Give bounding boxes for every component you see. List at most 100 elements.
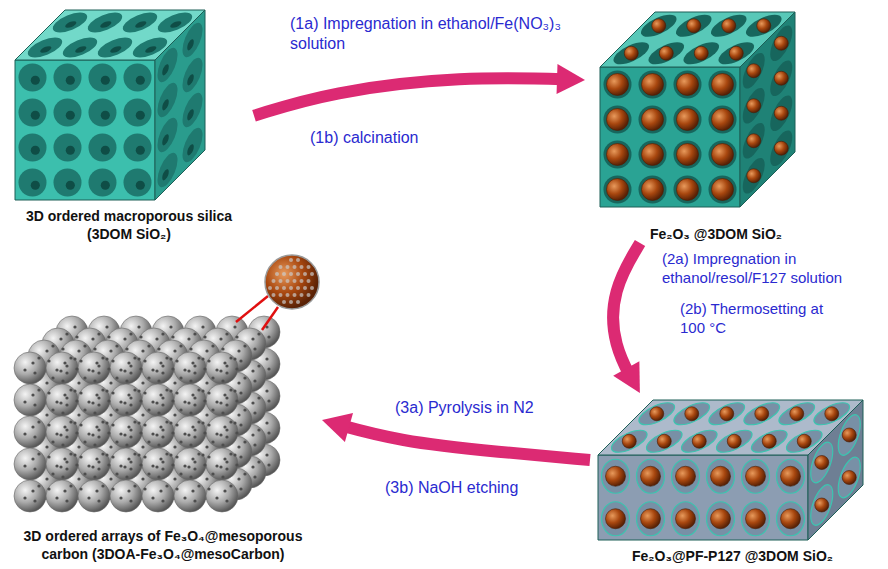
meso-pore: [65, 396, 68, 399]
pore-hole: [38, 46, 54, 53]
pore-hole: [162, 132, 169, 148]
pore: [19, 169, 47, 197]
meso-pore: [45, 477, 48, 480]
meso-pore: [267, 431, 270, 434]
meso-pore: [111, 487, 114, 490]
face-fill: [15, 60, 155, 200]
meso-pore: [93, 379, 96, 382]
meso-pore: [169, 453, 172, 456]
meso-pore: [123, 337, 126, 340]
cube-face: [600, 67, 740, 207]
meso-pore: [221, 379, 224, 382]
pore-hole: [143, 46, 159, 53]
meso-pore: [91, 465, 94, 468]
pore: [674, 176, 702, 204]
zoom-pore: [275, 286, 279, 290]
meso-pore: [201, 357, 204, 360]
meso-pore: [33, 467, 36, 470]
meso-pore: [51, 472, 54, 475]
silica-cube: [15, 10, 205, 200]
meso-pore: [83, 408, 86, 411]
pore: [604, 106, 632, 134]
meso-pore: [47, 391, 50, 394]
meso-pore: [243, 376, 246, 379]
meso-pore: [75, 399, 78, 402]
meso-pore: [211, 344, 214, 347]
meso-pore: [119, 368, 122, 371]
cube-face: [155, 10, 205, 200]
cube-face: [15, 60, 155, 200]
carbon-sphere: [14, 448, 46, 480]
fe2o3-particle: [677, 179, 699, 201]
carbon-sphere: [110, 352, 142, 384]
meso-pore: [267, 335, 270, 338]
meso-pore: [129, 403, 132, 406]
pore: [709, 141, 737, 169]
zoom-pore: [282, 286, 286, 290]
meso-pore: [221, 347, 224, 350]
meso-pore: [115, 408, 118, 411]
pore-hole: [187, 107, 194, 123]
pore: [637, 502, 665, 536]
meso-pore: [157, 379, 160, 382]
meso-pore: [193, 435, 196, 438]
fe2o3-particle: [642, 109, 664, 131]
arrow-head: [322, 413, 353, 442]
meso-pore: [179, 408, 182, 411]
meso-pore: [205, 413, 208, 416]
meso-pore: [197, 452, 200, 455]
meso-pore: [239, 359, 242, 362]
pore: [54, 64, 82, 92]
meso-pore: [137, 453, 140, 456]
carbon-sphere: [46, 352, 78, 384]
pore: [838, 450, 860, 506]
meso-pore: [77, 445, 80, 448]
meso-pore: [105, 421, 108, 424]
zoom-pore: [286, 279, 290, 283]
meso-pore: [253, 443, 256, 446]
meso-pore: [107, 399, 110, 402]
meso-pore: [243, 408, 246, 411]
arrow-path: [613, 243, 640, 393]
carbon-sphere: [14, 352, 46, 384]
step-label: (1a) Impregnation in ethanol/Fe(NO₃)₃ so…: [290, 14, 570, 54]
meso-pore: [129, 332, 132, 335]
zoom-pore: [303, 272, 307, 276]
pore: [639, 176, 667, 204]
fe2o3-particle: [694, 46, 708, 60]
fe2o3-particle: [720, 407, 734, 421]
meso-pore: [179, 472, 182, 475]
meso-pore: [107, 463, 110, 466]
meso-pore: [87, 464, 90, 467]
pore: [19, 64, 47, 92]
meso-pore: [201, 325, 204, 328]
face-edge: [15, 60, 155, 200]
meso-pore: [239, 391, 242, 394]
carbon-sphere: [110, 480, 142, 512]
zoom-pore: [300, 293, 304, 297]
pore: [91, 38, 139, 58]
fe2o3-particle: [642, 74, 664, 96]
meso-pore: [133, 452, 136, 455]
meso-pore: [143, 391, 146, 394]
meso-pore: [55, 464, 58, 467]
stage-caption: Fe₂O₃ @3DOM SiO₂: [650, 225, 782, 243]
pore: [54, 169, 82, 197]
fe2o3-particle: [722, 19, 736, 33]
pore: [124, 99, 152, 127]
zoom-pore: [272, 279, 276, 283]
meso-pore: [197, 356, 200, 359]
meso-pore: [123, 433, 126, 436]
meso-pore: [23, 496, 26, 499]
meso-pore: [125, 347, 128, 350]
meso-pore: [125, 443, 128, 446]
pore: [19, 99, 47, 127]
meso-pore: [165, 420, 168, 423]
meso-pore: [75, 367, 78, 370]
pore-hole: [66, 76, 75, 85]
meso-pore: [45, 413, 48, 416]
meso-pore: [51, 376, 54, 379]
pore: [183, 51, 203, 99]
meso-pore: [151, 496, 154, 499]
meso-pore: [257, 396, 260, 399]
